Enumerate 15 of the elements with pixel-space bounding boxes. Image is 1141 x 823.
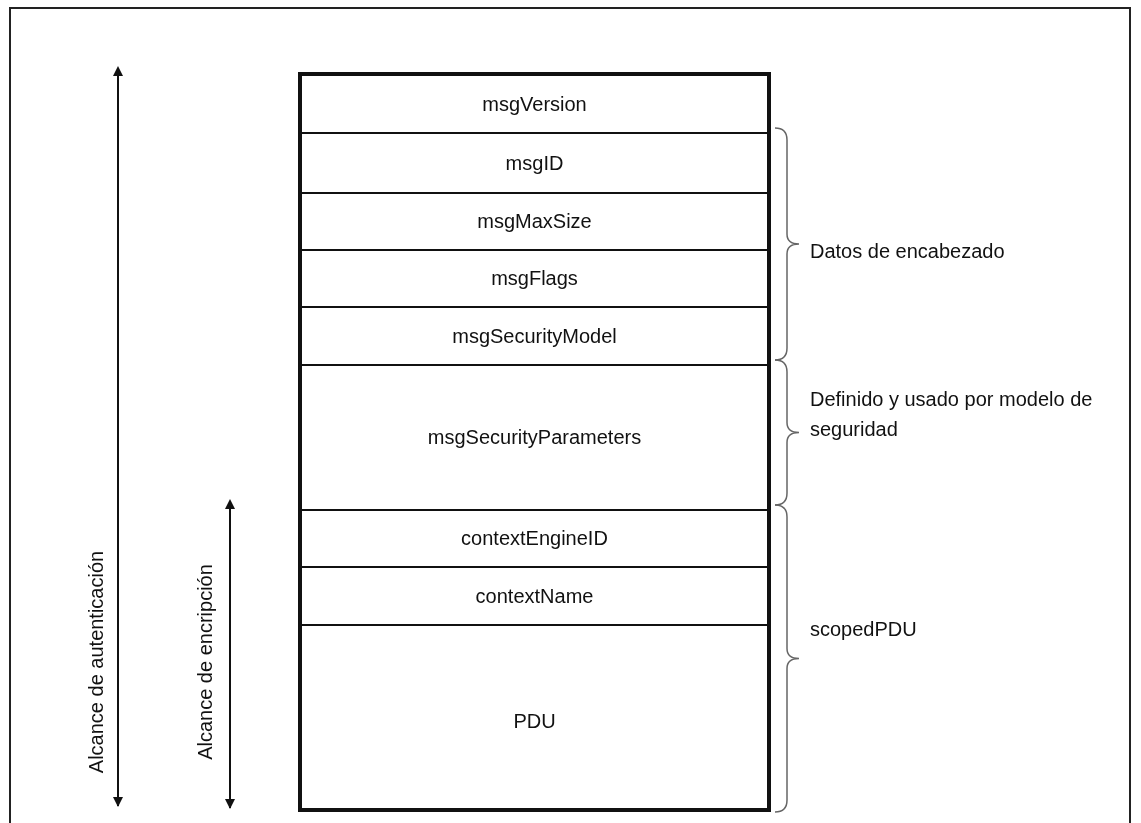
dimension-label: Alcance de encripción	[193, 564, 217, 760]
field-name: contextName	[475, 584, 594, 608]
bracket-label: scopedPDU	[810, 617, 918, 642]
field-name: contextEngineID	[461, 527, 608, 550]
field-name: msgSecurityModel	[452, 324, 617, 348]
dimension-label: Alcance de autenticación	[84, 550, 108, 774]
field-name: msgFlags	[491, 267, 578, 290]
field-name: msgID	[505, 151, 564, 175]
bracket-label: Definido y usado por modelo de seguridad	[810, 387, 1094, 442]
field-name: msgSecurityParameters	[427, 426, 642, 449]
bracket-label: Datos de encabezado	[810, 239, 1006, 264]
field-name: msgMaxSize	[477, 210, 592, 233]
field-name: msgVersion	[482, 92, 587, 116]
table-frame	[298, 72, 771, 812]
field-name: PDU	[513, 709, 556, 733]
